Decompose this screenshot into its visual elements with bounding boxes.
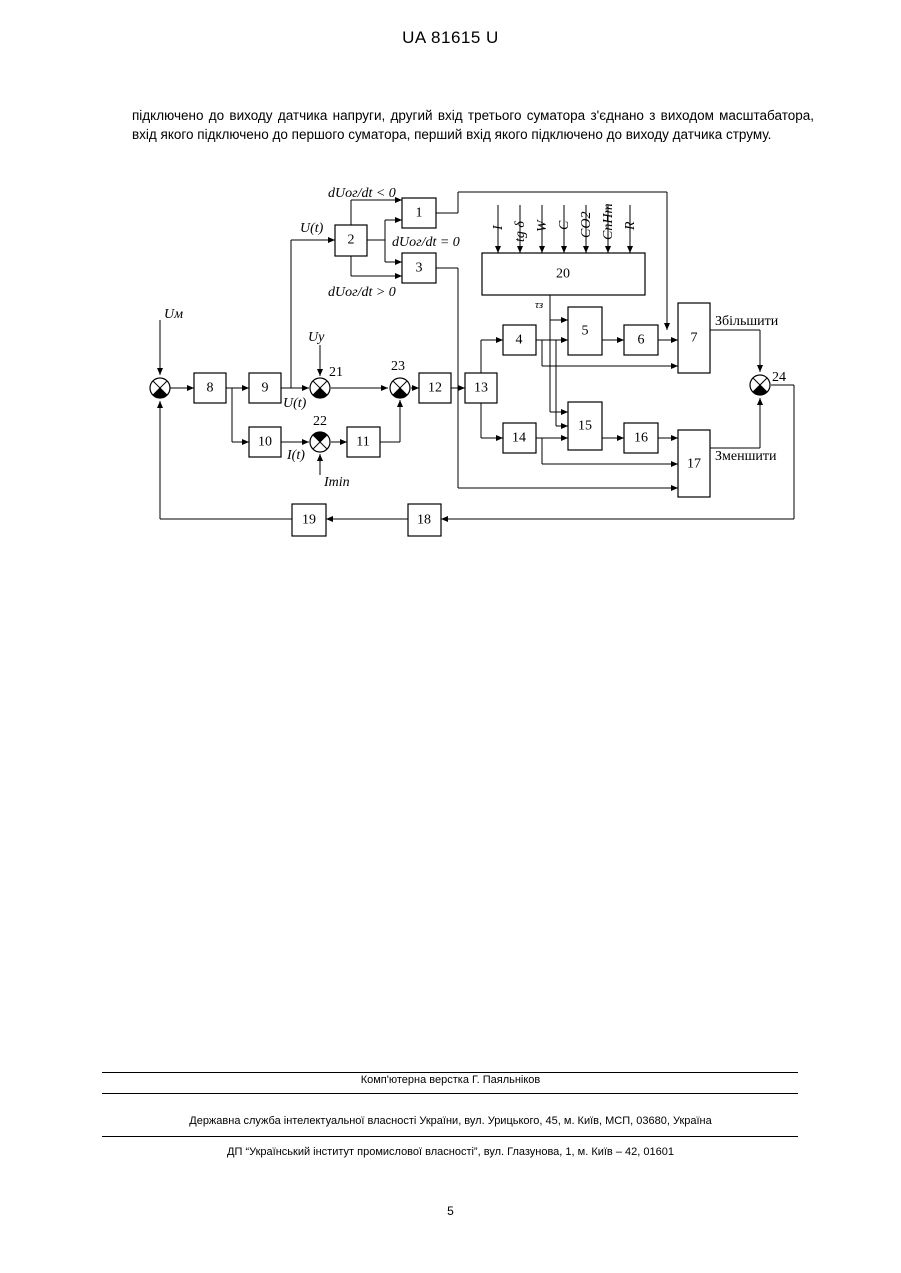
label-increase: Збільшити (715, 314, 779, 329)
svg-text:14: 14 (512, 431, 526, 446)
block-11: 11 (347, 427, 380, 457)
block-20: 20 (482, 253, 645, 295)
label-du-pos: dUог/dt > 0 (328, 285, 396, 300)
svg-text:10: 10 (258, 435, 272, 450)
footer-rule-bottom (102, 1136, 798, 1137)
svg-text:13: 13 (474, 381, 488, 396)
input-label-r: R (623, 221, 638, 231)
summer-22-label: 22 (313, 414, 327, 429)
svg-text:19: 19 (302, 513, 316, 528)
label-u-m: Uм (164, 307, 183, 322)
svg-text:16: 16 (634, 431, 648, 446)
block-5: 5 (568, 307, 602, 355)
block-8: 8 (194, 373, 226, 403)
block-diagram: 1 2 3 20 4 5 6 7 8 9 10 11 12 13 14 15 1… (140, 180, 820, 550)
svg-text:1: 1 (416, 206, 423, 221)
footer-rule-middle (102, 1093, 798, 1094)
input-label-c: C (557, 220, 572, 230)
input-label-cnhm: CnHm (601, 203, 616, 240)
footer-typesetter: Комп'ютерна верстка Г. Паяльніков (0, 1074, 901, 1086)
patent-header: UA 81615 U (0, 28, 901, 48)
summer-23 (390, 378, 410, 398)
block-16: 16 (624, 423, 658, 453)
svg-text:2: 2 (348, 233, 355, 248)
label-du-neg: dUог/dt < 0 (328, 186, 396, 201)
block-18: 18 (408, 504, 441, 536)
svg-text:12: 12 (428, 381, 442, 396)
svg-text:11: 11 (356, 435, 369, 450)
footer-agency: Державна служба інтелектуальної власност… (0, 1115, 901, 1127)
input-label-co2: CO2 (579, 212, 594, 238)
svg-text:3: 3 (416, 261, 423, 276)
svg-text:7: 7 (691, 331, 698, 346)
svg-text:20: 20 (556, 267, 570, 282)
block-2: 2 (335, 225, 367, 256)
summer-22 (310, 432, 330, 452)
block-14: 14 (503, 423, 536, 453)
svg-text:18: 18 (417, 513, 431, 528)
svg-text:8: 8 (207, 381, 214, 396)
page-number: 5 (0, 1204, 901, 1218)
summer-21-label: 21 (329, 365, 343, 380)
svg-text:4: 4 (516, 333, 523, 348)
block-10: 10 (249, 427, 281, 457)
block-13: 13 (465, 373, 497, 403)
label-i-min: Imin (323, 475, 350, 490)
summer-input (150, 378, 170, 398)
input-label-tg-delta: tg δ (513, 221, 528, 242)
label-tau: τз (535, 299, 543, 311)
body-paragraph: підключено до виходу датчика напруги, др… (132, 106, 814, 144)
block-15: 15 (568, 402, 602, 450)
footer-institute: ДП “Український інститут промислової вла… (0, 1146, 901, 1158)
block-1: 1 (402, 198, 436, 228)
svg-text:9: 9 (262, 381, 269, 396)
block-9: 9 (249, 373, 281, 403)
label-u-t-bottom: U(t) (283, 396, 307, 411)
summer-23-label: 23 (391, 359, 405, 374)
svg-text:15: 15 (578, 419, 592, 434)
label-i-t: I(t) (286, 448, 305, 463)
block-6: 6 (624, 325, 658, 355)
label-u-y: Uу (308, 330, 325, 345)
svg-text:17: 17 (687, 457, 701, 472)
block-7: 7 (678, 303, 710, 373)
block-19: 19 (292, 504, 326, 536)
svg-text:6: 6 (638, 333, 645, 348)
footer-rule-top (102, 1072, 798, 1073)
label-decrease: Зменшити (715, 449, 777, 464)
summer-24 (750, 375, 770, 395)
block-3: 3 (402, 253, 436, 283)
svg-text:5: 5 (582, 324, 589, 339)
summer-21 (310, 378, 330, 398)
block-4: 4 (503, 325, 536, 355)
block-12: 12 (419, 373, 451, 403)
label-u-t-top: U(t) (300, 221, 324, 236)
block-17: 17 (678, 430, 710, 497)
label-du-zero: dUог/dt = 0 (392, 235, 460, 250)
summer-24-label: 24 (772, 370, 786, 385)
input-label-w: W (535, 219, 550, 232)
